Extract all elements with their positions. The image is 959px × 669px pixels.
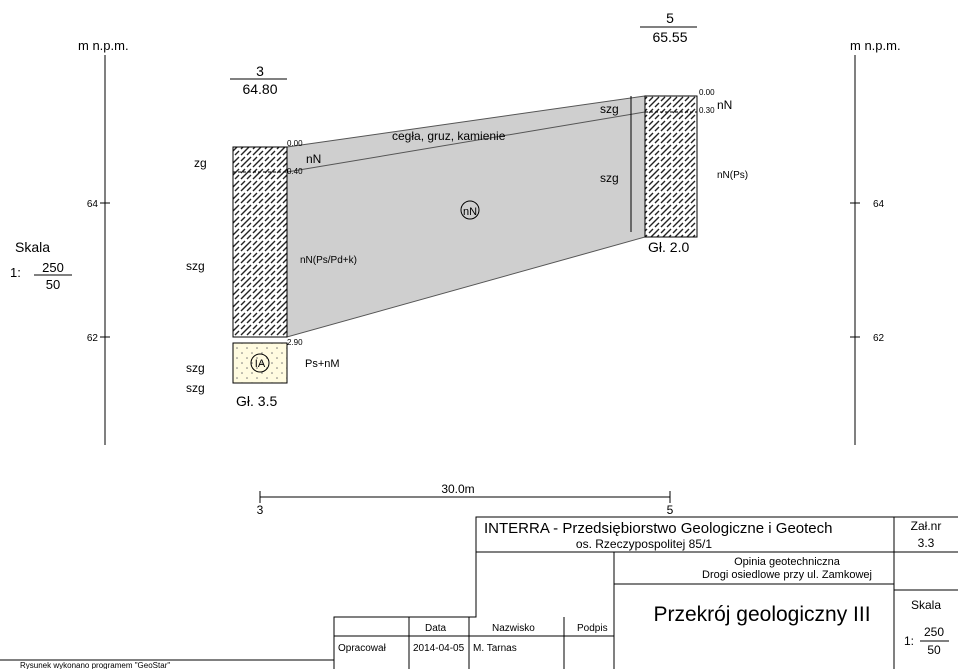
title-col-data: Data (425, 623, 447, 634)
borehole-3-number: 3 (256, 63, 264, 79)
tick-64-right-label: 64 (873, 199, 885, 210)
borehole-3-strat-szg-1: szg (186, 259, 205, 273)
title-date: 2014-04-05 (413, 643, 465, 654)
title-address: os. Rzeczypospolitej 85/1 (576, 537, 712, 551)
title-drawing-title: Przekrój geologiczny III (653, 603, 870, 626)
scale-box-prefix: 1: (10, 265, 21, 280)
borehole-3-column (232, 146, 288, 338)
borehole-5-depth-top: 0.00 (699, 88, 715, 97)
tick-64-left-label: 64 (87, 199, 99, 210)
ia-symbol-circle (250, 353, 270, 373)
title-col-nazwisko: Nazwisko (492, 623, 535, 634)
borehole-3-strat-szg-2: szg (186, 361, 205, 375)
nn-symbol-circle (460, 200, 480, 220)
borehole-5-nn-ps: nN(Ps) (717, 170, 748, 181)
title-project-line1: Opinia geotechniczna (734, 556, 841, 568)
title-annex-value: 3.3 (918, 536, 935, 550)
title-col-podpis: Podpis (577, 623, 608, 634)
distance-right-label: 5 (667, 503, 674, 517)
axis-left-label: m n.p.m. (78, 38, 129, 53)
axis-right-label: m n.p.m. (850, 38, 901, 53)
borehole-5-strat-szg-1: szg (600, 102, 619, 116)
title-scale-label: Skala (911, 598, 941, 612)
title-scale-prefix: 1: (904, 634, 914, 648)
title-annex-label: Zał.nr (911, 519, 942, 533)
borehole-5-depth-fill: 0.30 (699, 106, 715, 115)
scale-box-vertical: 50 (46, 277, 60, 292)
ia-symbol-label: IA (255, 358, 266, 370)
borehole-3-total-depth: Gł. 3.5 (236, 393, 277, 409)
tick-62-right-label: 62 (873, 333, 885, 344)
distance-label: 30.0m (441, 482, 474, 496)
borehole-3-depth-fill: 0.40 (287, 167, 303, 176)
title-scale-v: 50 (927, 643, 941, 657)
borehole-3-sand (232, 342, 288, 384)
borehole-5-column (644, 95, 698, 238)
nn-symbol-label: nN (463, 206, 477, 218)
distance-left-label: 3 (257, 503, 264, 517)
borehole-3-strat-zg: zg (194, 156, 207, 170)
footer-text: Rysunek wykonano programem "GeoStar" (20, 661, 170, 669)
borehole-5-strat-szg-2: szg (600, 171, 619, 185)
fill-layer-boundary (286, 111, 646, 173)
borehole-3-ps-nm: Ps+nM (305, 358, 340, 370)
borehole-3-depth-bottom: 2.90 (287, 338, 303, 347)
borehole-5-nn-label: nN (717, 98, 732, 112)
scale-box-label: Skala (15, 239, 50, 255)
title-scale-h: 250 (924, 625, 944, 639)
title-role: Opracował (338, 643, 387, 654)
borehole-3-strat-szg-3: szg (186, 381, 205, 395)
fill-description: cegła, gruz, kamienie (392, 129, 506, 143)
title-block (333, 516, 958, 669)
borehole-5-total-depth: Gł. 2.0 (648, 239, 689, 255)
title-name: M. Tarnas (473, 643, 517, 654)
borehole-5-number: 5 (666, 10, 674, 26)
borehole-3-depth-top: 0.00 (287, 139, 303, 148)
borehole-3-elevation: 64.80 (242, 81, 277, 97)
borehole-3-nn-label: nN (306, 152, 321, 166)
tick-62-left-label: 62 (87, 333, 99, 344)
title-project-line2: Drogi osiedlowe przy ul. Zamkowej (702, 569, 872, 581)
title-company: INTERRA - Przedsiębiorstwo Geologiczne i… (484, 520, 832, 537)
borehole-5-elevation: 65.55 (652, 29, 687, 45)
scale-box-horizontal: 250 (42, 260, 64, 275)
borehole-3-nn-ps-pd-k: nN(Ps/Pd+k) (300, 255, 357, 266)
